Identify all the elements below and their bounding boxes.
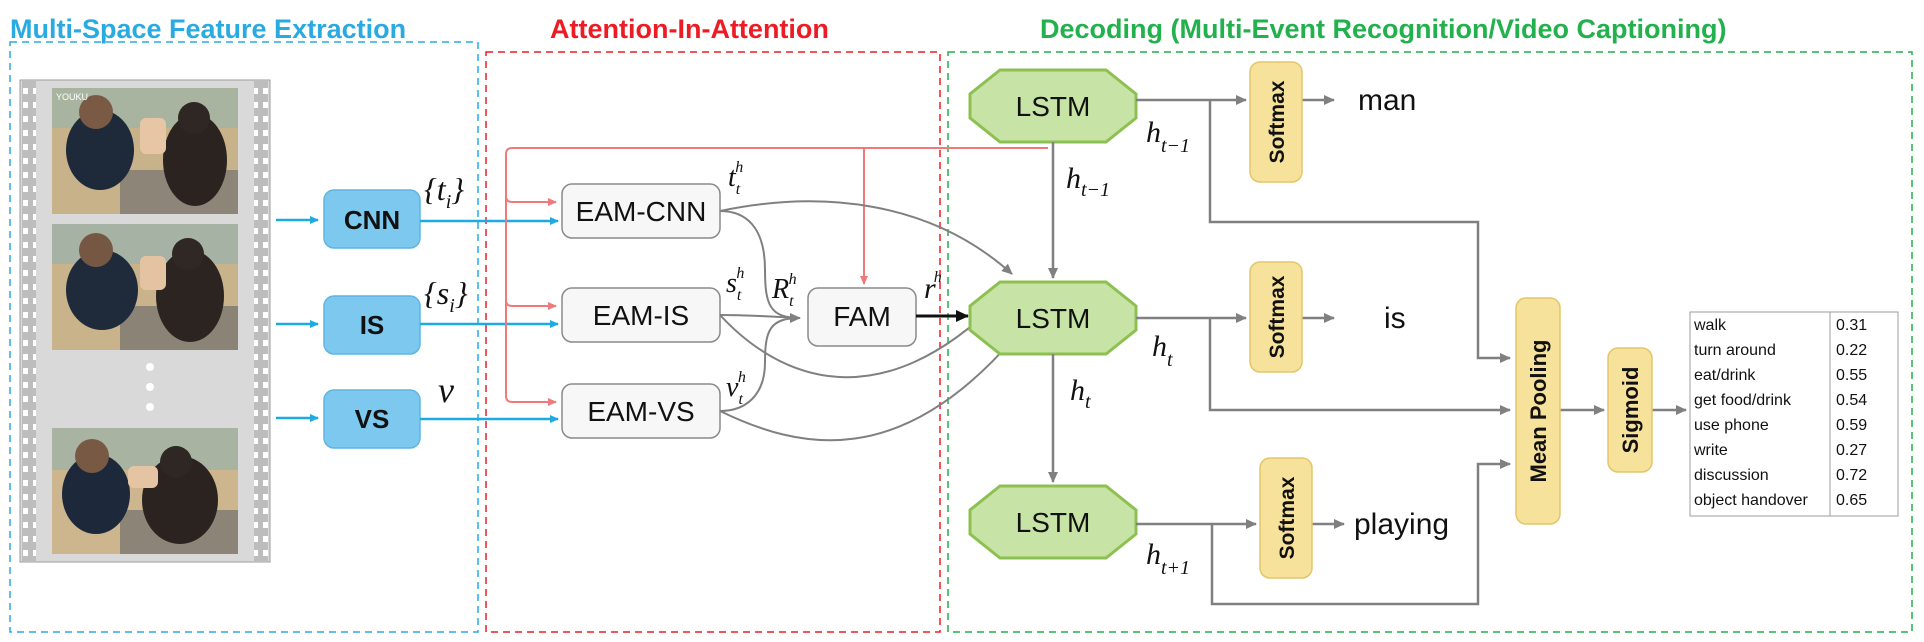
- event-score: 0.65: [1836, 492, 1867, 509]
- event-name: eat/drink: [1694, 367, 1756, 384]
- table-row: object handover 0.65: [1694, 492, 1867, 509]
- lstm1-hidden-label: ht−1: [1146, 116, 1190, 157]
- eam-is-module: EAM-IS: [561, 287, 721, 343]
- svg-text:LSTM: LSTM: [1016, 303, 1091, 334]
- eam-cnn-output-label: tth: [728, 159, 743, 198]
- table-row: use phone 0.59: [1694, 417, 1867, 434]
- svg-text:Softmax: Softmax: [1266, 275, 1289, 358]
- event-score: 0.55: [1836, 367, 1867, 384]
- vs-label: VS: [355, 404, 390, 434]
- is-feature-label: {si}: [424, 275, 468, 317]
- lstm3-hidden-label: ht+1: [1146, 538, 1190, 579]
- svg-text:Mean Pooling: Mean Pooling: [1526, 340, 1551, 483]
- svg-text:Softmax: Softmax: [1266, 80, 1289, 163]
- attention-feedback-lines: [505, 147, 1048, 406]
- cnn-extractor: CNN: [276, 189, 421, 249]
- film-watermark: YOUKU: [56, 92, 88, 102]
- event-name: walk: [1693, 317, 1727, 334]
- table-row: eat/drink 0.55: [1694, 367, 1867, 384]
- event-score: 0.59: [1836, 417, 1867, 434]
- attention-title: Attention-In-Attention: [550, 14, 829, 44]
- cnn-feature-label: {ti}: [424, 171, 464, 213]
- lstm2-hidden-label: ht: [1152, 330, 1173, 371]
- event-score: 0.31: [1836, 317, 1867, 334]
- video-frame-1: YOUKU: [52, 88, 238, 214]
- decoding-connectors: [1136, 95, 1687, 606]
- output-word-1: man: [1358, 84, 1416, 117]
- output-word-3: playing: [1354, 508, 1449, 541]
- svg-text:EAM-CNN: EAM-CNN: [576, 196, 707, 227]
- cnn-label: CNN: [344, 205, 400, 235]
- is-label: IS: [360, 310, 385, 340]
- feedback-hidden-label: ht−1: [1066, 162, 1110, 201]
- lstm-cell-1: LSTM: [968, 68, 1138, 144]
- table-row: write 0.27: [1693, 442, 1867, 459]
- fam-module: FAM: [807, 287, 917, 347]
- eam-is-output-label: sth: [726, 265, 744, 304]
- event-score: 0.72: [1836, 467, 1867, 484]
- vs-feature-label: v: [438, 370, 454, 410]
- svg-text:Softmax: Softmax: [1276, 476, 1299, 559]
- event-score: 0.27: [1836, 442, 1867, 459]
- event-name: get food/drink: [1694, 392, 1792, 409]
- mean-pooling-block: Mean Pooling: [1515, 297, 1561, 525]
- output-word-2: is: [1384, 302, 1406, 335]
- svg-text:EAM-VS: EAM-VS: [587, 396, 694, 427]
- event-name: turn around: [1694, 342, 1776, 359]
- event-name: use phone: [1694, 417, 1769, 434]
- table-row: get food/drink 0.54: [1694, 392, 1867, 409]
- vs-extractor: VS: [276, 389, 421, 449]
- event-name: discussion: [1694, 467, 1769, 484]
- ellipsis-dot: [146, 363, 154, 371]
- ellipsis-dot: [146, 383, 154, 391]
- video-frame-3: [52, 428, 238, 554]
- fam-output-label: rh: [924, 269, 942, 305]
- svg-text:LSTM: LSTM: [1016, 507, 1091, 538]
- softmax-3: Softmax: [1259, 457, 1313, 579]
- extraction-title: Multi-Space Feature Extraction: [10, 14, 406, 44]
- sigmoid-block: Sigmoid: [1607, 347, 1653, 473]
- event-score: 0.54: [1836, 392, 1867, 409]
- lstm-cell-2: LSTM: [968, 280, 1138, 356]
- eam-connectors: [719, 200, 1015, 442]
- table-row: walk 0.31: [1693, 317, 1867, 334]
- event-score: 0.22: [1836, 342, 1867, 359]
- ellipsis-dot: [146, 403, 154, 411]
- down-hidden-label: ht: [1070, 374, 1091, 413]
- fam-input-label: Rth: [771, 271, 797, 310]
- event-score-table: walk 0.31 turn around 0.22 eat/drink 0.55 get …: [1689, 311, 1899, 517]
- lstm-cell-3: LSTM: [968, 484, 1138, 560]
- event-name: object handover: [1694, 492, 1809, 509]
- svg-text:LSTM: LSTM: [1016, 91, 1091, 122]
- softmax-2: Softmax: [1249, 261, 1303, 373]
- decoding-title: Decoding (Multi-Event Recognition/Video …: [1040, 14, 1726, 44]
- eam-cnn-module: EAM-CNN: [561, 183, 721, 239]
- is-extractor: IS: [276, 295, 421, 355]
- softmax-1: Softmax: [1249, 61, 1303, 183]
- attention-section-frame: [485, 51, 941, 633]
- eam-vs-module: EAM-VS: [561, 383, 721, 439]
- table-row: discussion 0.72: [1694, 467, 1867, 484]
- extraction-section-frame: [9, 41, 479, 633]
- svg-text:Sigmoid: Sigmoid: [1618, 367, 1643, 454]
- svg-text:EAM-IS: EAM-IS: [593, 300, 689, 331]
- event-name: write: [1693, 442, 1728, 459]
- video-film-strip: YOUKU: [19, 79, 271, 563]
- table-row: turn around 0.22: [1694, 342, 1867, 359]
- svg-text:FAM: FAM: [833, 301, 891, 332]
- decoding-section-frame: [947, 51, 1913, 633]
- eam-vs-output-label: vth: [726, 369, 746, 408]
- video-frame-2: [52, 224, 238, 350]
